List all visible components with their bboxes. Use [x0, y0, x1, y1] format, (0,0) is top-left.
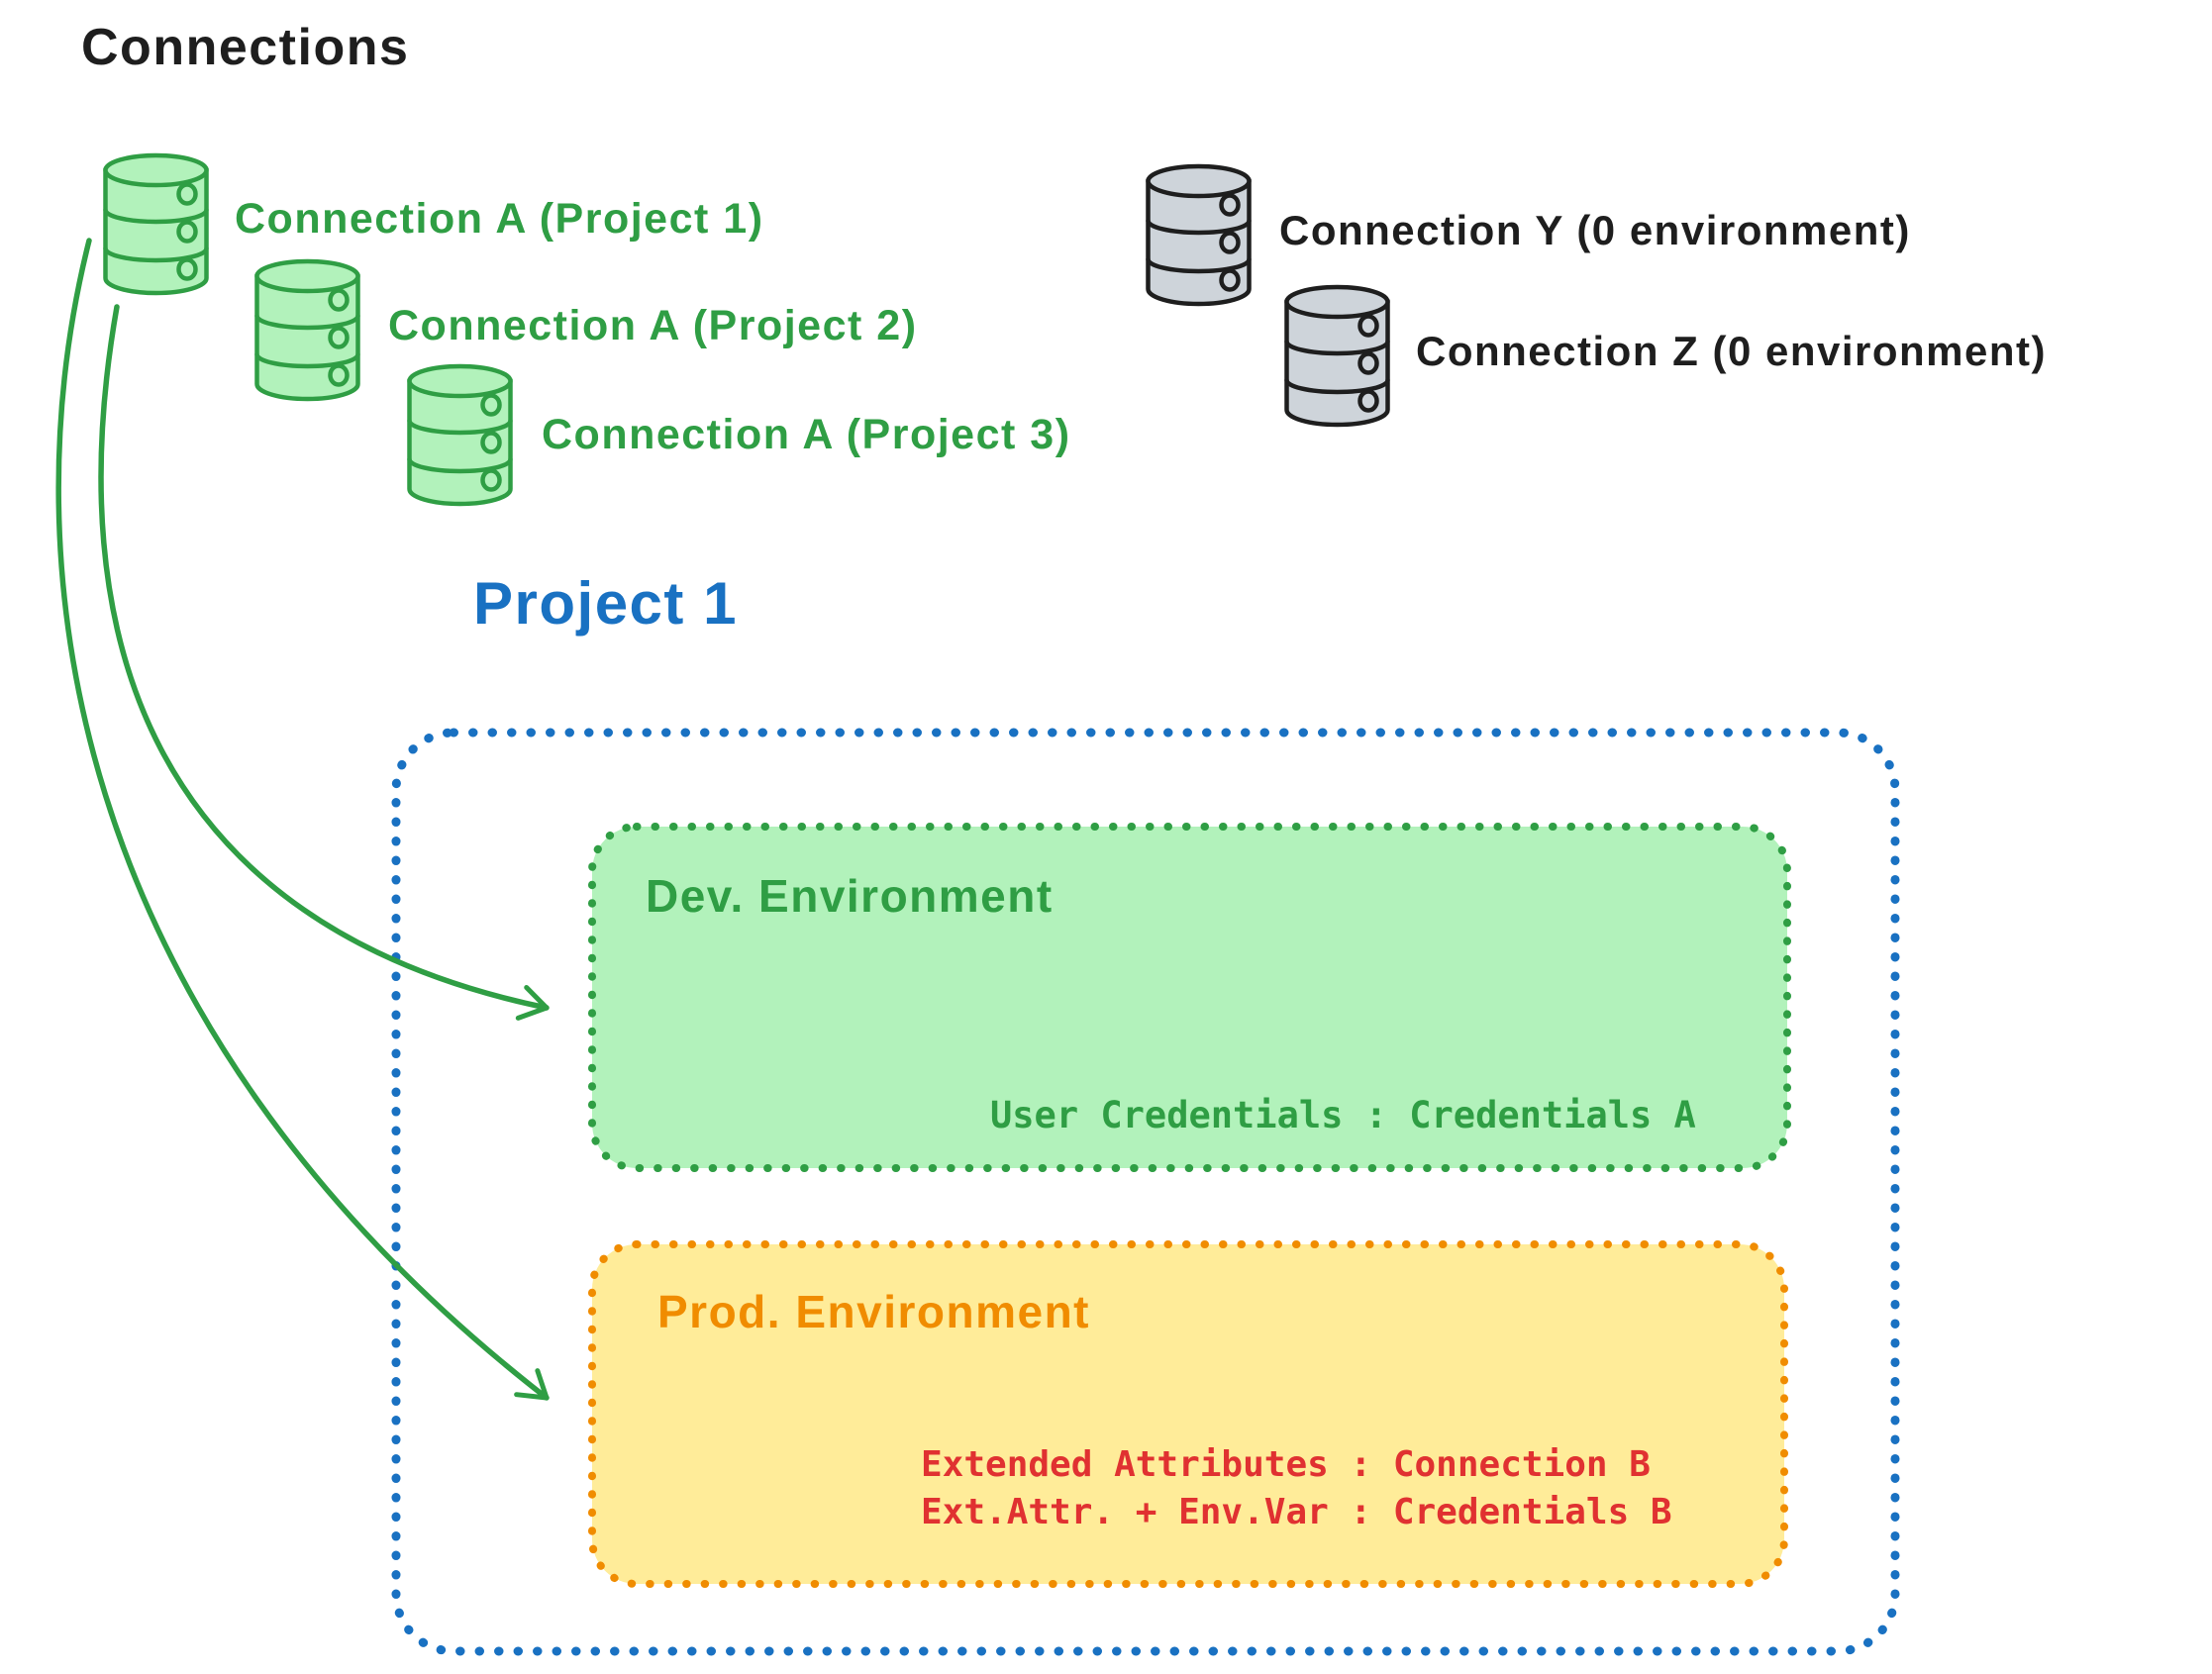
connection-a-project-3-label: Connection A (Project 3): [542, 411, 1071, 458]
prod-environment-box: [588, 1240, 1788, 1588]
prod-environment-title: Prod. Environment: [657, 1286, 1090, 1337]
dev-environment-box: [588, 823, 1791, 1172]
database-icon: [409, 366, 511, 504]
database-icon: [1286, 287, 1388, 425]
project-1-container-box: [391, 728, 1900, 1656]
database-icon: [105, 155, 207, 293]
arrow-connection-a-to-prod-icon: [55, 238, 550, 1401]
dev-environment-title: Dev. Environment: [646, 870, 1054, 922]
prod-environment-credentials-line-1: Extended Attributes : Connection B: [921, 1444, 1651, 1485]
connection-a-project-1-label: Connection A (Project 1): [235, 195, 764, 243]
database-icon: [256, 261, 358, 399]
connection-y-label: Connection Y (0 environment): [1279, 207, 1911, 253]
diagram-title: Connections: [81, 19, 410, 76]
database-icon: [1148, 166, 1250, 304]
connection-z-label: Connection Z (0 environment): [1416, 328, 2048, 374]
connection-a-project-2-label: Connection A (Project 2): [388, 302, 918, 349]
project-title: Project 1: [473, 570, 738, 637]
prod-environment-credentials-line-2: Ext.Attr. + Env.Var : Credentials B: [921, 1492, 1672, 1532]
arrow-connection-a-to-dev-icon: [98, 304, 550, 1021]
dev-environment-credentials: User Credentials : Credentials A: [990, 1094, 1696, 1136]
